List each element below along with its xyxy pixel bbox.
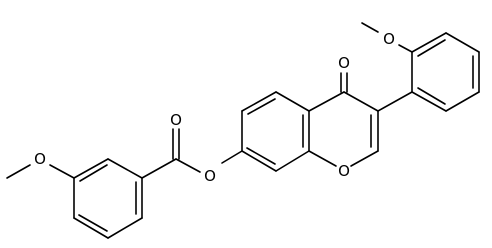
bond — [107, 217, 143, 239]
bond — [73, 158, 109, 179]
ester-oxygen-label: O — [204, 167, 216, 185]
bond — [241, 91, 277, 112]
bond — [445, 32, 480, 53]
benzo-ring — [241, 91, 310, 172]
bond — [308, 150, 337, 167]
bond — [247, 98, 276, 115]
methoxy-oxygen-left-label: O — [34, 150, 46, 168]
bond — [411, 91, 447, 112]
bond — [377, 91, 413, 112]
bond — [241, 150, 277, 172]
bond — [141, 158, 177, 179]
bond — [417, 87, 446, 105]
bond — [361, 22, 379, 33]
methoxy-oxygen-top-label: O — [383, 30, 395, 48]
bond — [411, 32, 447, 53]
methoxyphenyl-ring-right — [361, 22, 480, 112]
bond — [107, 158, 143, 179]
methoxyphenyl-ring-left — [6, 158, 143, 239]
bond — [445, 91, 480, 112]
ester-linkage — [141, 128, 243, 179]
bond — [417, 39, 446, 57]
carbonyl-oxygen-label: O — [170, 111, 182, 129]
bond — [350, 150, 379, 167]
bond — [246, 147, 276, 165]
bond — [78, 214, 108, 232]
pyranone-ring — [308, 72, 379, 167]
bond — [343, 91, 379, 112]
bond — [175, 158, 201, 173]
bond — [73, 217, 109, 239]
bond — [308, 91, 345, 112]
bond — [398, 44, 413, 53]
bond — [79, 164, 108, 182]
bond — [6, 164, 31, 179]
ketone-oxygen-label: O — [338, 54, 350, 72]
bond — [49, 164, 75, 179]
bond — [275, 91, 310, 112]
ring-oxygen-label: O — [338, 162, 350, 180]
bond — [275, 150, 310, 172]
bond — [221, 150, 243, 164]
